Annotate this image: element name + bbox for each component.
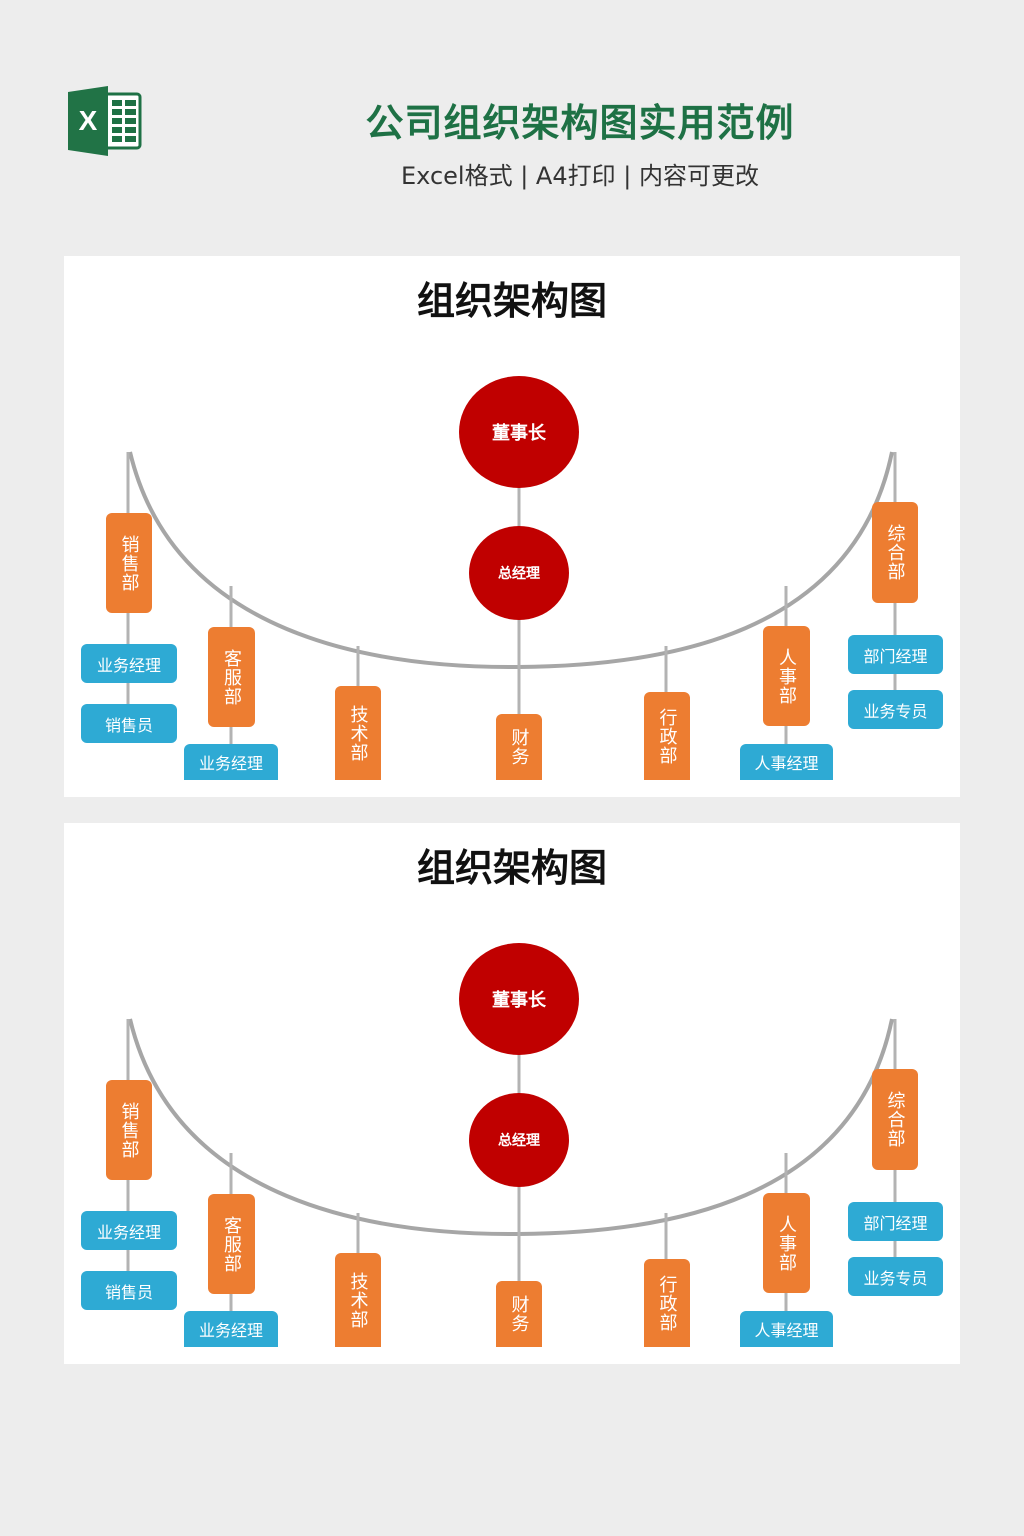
role-salesperson[interactable]: 销售员 <box>81 704 177 743</box>
chairman-node[interactable]: 董事长 <box>459 943 579 1055</box>
chart-title: 组织架构图 <box>416 279 607 323</box>
dept-hr[interactable]: 人事部 <box>763 626 810 726</box>
role-cs-manager[interactable]: 业务经理 <box>184 744 278 780</box>
dept-general-affairs[interactable]: 综合部 <box>872 1069 918 1170</box>
dept-customer-service[interactable]: 客服部 <box>208 1194 255 1294</box>
dept-finance[interactable]: 财务 <box>496 714 542 780</box>
role-salesperson[interactable]: 销售员 <box>81 1271 177 1310</box>
dept-sales[interactable]: 销售部 <box>106 513 152 613</box>
org-chart-panel-1: 组织架构图 董事长 总经理 销售部 业务经理 销售员 客服部 业务经理 技术部 … <box>64 256 960 797</box>
dept-customer-service[interactable]: 客服部 <box>208 627 255 727</box>
general-manager-node[interactable]: 总经理 <box>469 526 569 620</box>
dept-sales[interactable]: 销售部 <box>106 1080 152 1180</box>
role-dept-manager[interactable]: 部门经理 <box>848 635 943 674</box>
general-manager-node[interactable]: 总经理 <box>469 1093 569 1187</box>
org-chart-panel-2: 组织架构图 董事长 总经理 销售部 业务经理 销售员 客服部 业务经理 技术部 … <box>64 823 960 1364</box>
dept-general-affairs[interactable]: 综合部 <box>872 502 918 603</box>
role-cs-manager[interactable]: 业务经理 <box>184 1311 278 1347</box>
svg-text:X: X <box>79 105 98 136</box>
role-hr-manager[interactable]: 人事经理 <box>740 1311 833 1347</box>
page-title: 公司组织架构图实用范例 <box>365 101 795 145</box>
dept-admin[interactable]: 行政部 <box>644 1259 690 1347</box>
excel-icon: X <box>68 86 142 156</box>
chairman-node[interactable]: 董事长 <box>459 376 579 488</box>
role-sales-manager[interactable]: 业务经理 <box>81 1211 177 1250</box>
role-hr-manager[interactable]: 人事经理 <box>740 744 833 780</box>
dept-hr[interactable]: 人事部 <box>763 1193 810 1293</box>
page-subtitle: Excel格式 | A4打印 | 内容可更改 <box>401 162 759 190</box>
dept-tech[interactable]: 技术部 <box>335 686 381 780</box>
role-sales-manager[interactable]: 业务经理 <box>81 644 177 683</box>
dept-tech[interactable]: 技术部 <box>335 1253 381 1347</box>
chart-title: 组织架构图 <box>416 846 607 890</box>
role-business-specialist[interactable]: 业务专员 <box>848 1257 943 1296</box>
role-dept-manager[interactable]: 部门经理 <box>848 1202 943 1241</box>
role-business-specialist[interactable]: 业务专员 <box>848 690 943 729</box>
dept-finance[interactable]: 财务 <box>496 1281 542 1347</box>
dept-admin[interactable]: 行政部 <box>644 692 690 780</box>
